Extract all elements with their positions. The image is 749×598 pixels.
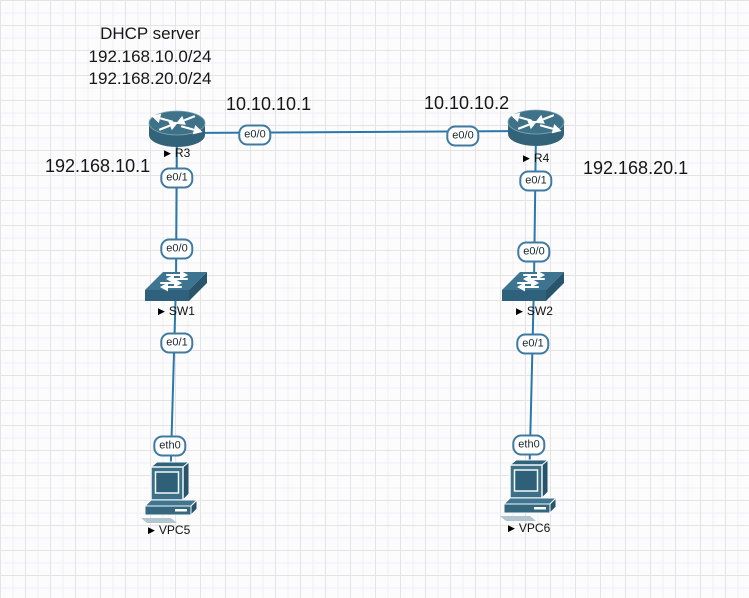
port-label-r3-e00[interactable]: e0/0: [238, 124, 272, 146]
dhcp-note-line3: 192.168.20.0/24: [88, 69, 212, 88]
node-marker-icon: ▶: [516, 306, 523, 316]
node-name-vpc6: VPC6: [518, 521, 551, 535]
node-label-sw2[interactable]: ▶ SW2: [516, 304, 553, 318]
port-label-sw1-e01[interactable]: e0/1: [160, 332, 194, 354]
router-icon: [507, 109, 565, 146]
node-marker-icon: ▶: [164, 148, 171, 158]
ip-label-wan-left[interactable]: 10.10.10.1: [226, 94, 312, 114]
node-marker-icon: ▶: [508, 523, 515, 533]
node-name-r3: R3: [174, 146, 191, 160]
dhcp-note[interactable]: DHCP server 192.168.10.0/24 192.168.20.0…: [70, 23, 230, 91]
dhcp-note-line1: DHCP server: [100, 24, 200, 43]
node-name-r4: R4: [533, 151, 550, 165]
port-label-sw1-e00[interactable]: e0/0: [160, 238, 194, 260]
switch-icon: [502, 270, 564, 301]
port-label-vpc5-eth0[interactable]: eth0: [153, 435, 187, 457]
link-sw1-vpc5[interactable]: [169, 282, 177, 493]
ip-label-lan-left[interactable]: 192.168.10.1: [45, 156, 151, 176]
port-label-sw2-e00[interactable]: e0/0: [517, 241, 551, 263]
node-label-vpc6[interactable]: ▶ VPC6: [508, 521, 550, 535]
node-label-r3[interactable]: ▶ R3: [164, 146, 190, 160]
node-name-sw2: SW2: [526, 304, 553, 318]
node-label-r4[interactable]: ▶ R4: [523, 151, 549, 165]
node-sw2[interactable]: [500, 264, 566, 307]
switch-icon: [145, 270, 207, 301]
port-label-r4-e00[interactable]: e0/0: [446, 125, 480, 147]
pc-icon: [500, 458, 558, 521]
link-r3-r4[interactable]: [176, 130, 537, 134]
dhcp-note-line2: 192.168.10.0/24: [88, 46, 212, 66]
link-sw2-vpc6[interactable]: [528, 282, 535, 491]
node-name-sw1: SW1: [168, 304, 195, 318]
node-r3[interactable]: [148, 110, 206, 153]
node-sw1[interactable]: [143, 264, 209, 307]
node-label-sw1[interactable]: ▶ SW1: [158, 304, 195, 318]
port-label-r4-e01[interactable]: e0/1: [519, 170, 553, 192]
node-vpc6[interactable]: [498, 458, 560, 528]
pc-icon: [141, 460, 199, 523]
node-marker-icon: ▶: [523, 153, 530, 163]
ip-label-lan-right[interactable]: 192.168.20.1: [583, 158, 689, 178]
port-label-sw2-e01[interactable]: e0/1: [516, 333, 550, 355]
node-label-vpc5[interactable]: ▶ VPC5: [148, 523, 190, 537]
ip-label-wan-right[interactable]: 10.10.10.2: [424, 93, 510, 113]
node-marker-icon: ▶: [148, 525, 155, 535]
node-name-vpc5: VPC5: [158, 523, 191, 537]
port-label-r3-e01[interactable]: e0/1: [160, 167, 194, 189]
node-marker-icon: ▶: [158, 306, 165, 316]
node-vpc5[interactable]: [139, 460, 201, 530]
node-r4[interactable]: [507, 109, 565, 152]
port-label-vpc6-eth0[interactable]: eth0: [512, 434, 546, 456]
router-icon: [148, 110, 206, 147]
